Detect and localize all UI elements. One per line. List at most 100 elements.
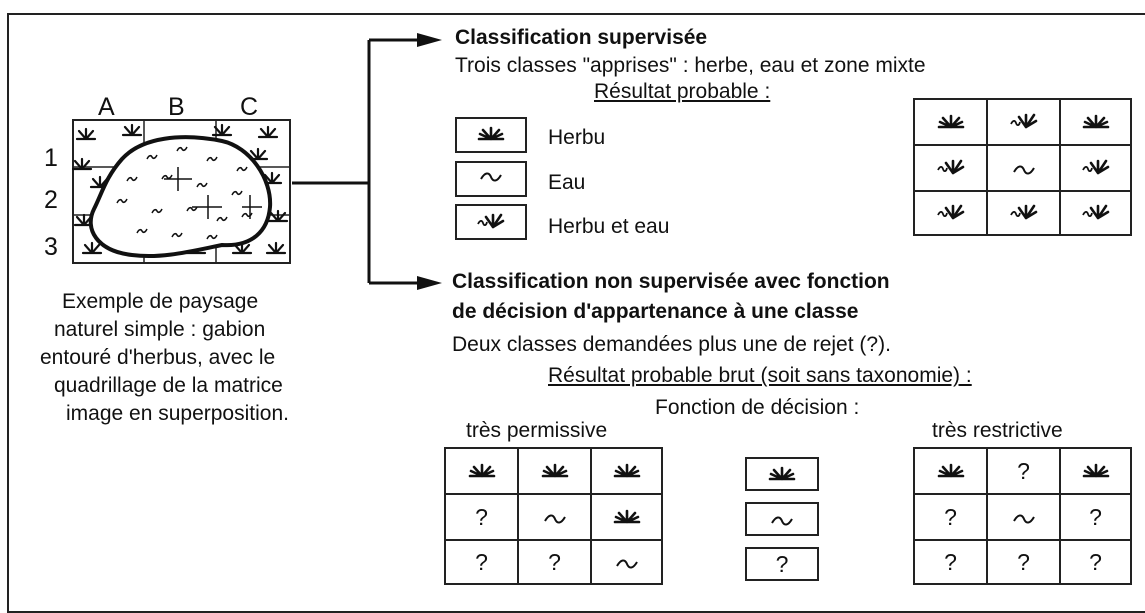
grid-cell: ? [444, 539, 517, 585]
grid-cell: ? [986, 447, 1059, 493]
reject-mark: ? [775, 550, 789, 577]
grass-water-icon [476, 210, 506, 235]
connector-arrows [292, 33, 442, 290]
grass-tuft [267, 209, 289, 223]
water-wave [206, 234, 218, 240]
column-label-b: B [168, 93, 185, 121]
grass-icon [540, 458, 570, 485]
unsupervised-title-line-1: Classification non supervisée avec fonct… [452, 270, 890, 293]
legend-grass-label: Herbu [548, 126, 606, 149]
grid-cell [913, 98, 986, 144]
grid-cell [913, 144, 986, 190]
grass-tuft [231, 241, 253, 255]
grid-cell [517, 447, 590, 493]
legend-water-box [455, 161, 527, 197]
reject-mark: ? [475, 548, 488, 575]
restrictive-label: très restrictive [932, 419, 1063, 442]
grid-cell [1059, 447, 1132, 493]
map-caption-line-3: entouré d'herbus, avec le [40, 346, 276, 369]
grass-icon [767, 461, 797, 488]
map-caption-line-4: quadrillage de la matrice [54, 374, 283, 397]
grid-cell [517, 493, 590, 539]
water-icon [479, 170, 503, 188]
grid-cell [1059, 144, 1132, 190]
grass-water-icon [1009, 109, 1039, 136]
water-wave [151, 208, 163, 214]
middle-legend-box [745, 502, 819, 536]
grass-water-icon [1081, 200, 1111, 227]
water-wave [161, 174, 173, 180]
map-caption-line-2: naturel simple : gabion [54, 318, 266, 341]
reject-mark: ? [1089, 548, 1102, 575]
arrow-to-supervised [417, 33, 442, 47]
grid-cell: ? [1059, 493, 1132, 539]
grass-water-icon [936, 200, 966, 227]
grass-water-icon [1081, 155, 1111, 182]
reject-mark: ? [1089, 503, 1102, 530]
reject-mark: ? [1017, 457, 1030, 484]
legend-grass-water-box [455, 204, 527, 240]
reject-mark: ? [475, 503, 488, 530]
grid-cell [1059, 98, 1132, 144]
map-caption-line-1: Exemple de paysage [62, 290, 259, 313]
row-label-2: 2 [44, 186, 58, 214]
water-wave [236, 166, 248, 172]
grass-tuft [81, 241, 103, 255]
permissive-label: très permissive [466, 419, 608, 442]
reject-mark: ? [944, 503, 957, 530]
water-icon [1012, 504, 1036, 531]
grass-icon [612, 504, 642, 531]
water-wave [176, 146, 188, 152]
grass-icon [612, 458, 642, 485]
grid-cell [986, 98, 1059, 144]
grass-tuft [211, 123, 233, 137]
grass-icon [1081, 458, 1111, 485]
grid-cell [444, 447, 517, 493]
grass-tuft [257, 125, 279, 139]
grid-cell [1059, 190, 1132, 236]
grass-tuft [89, 175, 111, 189]
decision-function-label: Fonction de décision : [655, 396, 860, 419]
water-icon [1012, 155, 1036, 182]
water-wave [116, 198, 128, 204]
water-icon [543, 504, 567, 531]
grass-water-icon [1009, 200, 1039, 227]
arrow-to-unsupervised [417, 276, 442, 290]
unsupervised-title-line-2: de décision d'appartenance à une classe [452, 300, 859, 323]
row-label-3: 3 [44, 233, 58, 261]
water-icon [770, 506, 794, 533]
grass-tuft [73, 213, 95, 227]
grass-icon [936, 458, 966, 485]
water-wave [186, 206, 198, 212]
supervised-subtitle: Trois classes "apprises" : herbe, eau et… [455, 54, 926, 77]
grid-cell [590, 447, 663, 493]
grid-cell: ? [1059, 539, 1132, 585]
grass-icon [936, 109, 966, 136]
water-wave [171, 232, 183, 238]
column-label-a: A [98, 93, 115, 121]
landscape-map-drawing [71, 119, 291, 264]
grass-tuft [121, 123, 143, 137]
reject-mark: ? [944, 548, 957, 575]
water-icon [615, 549, 639, 576]
water-wave [126, 176, 138, 182]
middle-legend-box [745, 457, 819, 491]
grid-cell [986, 493, 1059, 539]
unsupervised-result-label: Résultat probable brut (soit sans taxono… [548, 364, 972, 387]
reject-mark: ? [1017, 548, 1030, 575]
grid-cell [986, 144, 1059, 190]
grass-tuft [71, 157, 93, 171]
water-wave [196, 182, 208, 188]
water-wave [231, 190, 243, 196]
grass-icon [476, 124, 506, 147]
grid-cell [913, 447, 986, 493]
grid-cell: ? [517, 539, 590, 585]
grid-cell: ? [444, 493, 517, 539]
water-wave [146, 154, 158, 160]
grass-water-icon [936, 155, 966, 182]
middle-legend-box: ? [745, 547, 819, 581]
water-wave [206, 156, 218, 162]
grid-cell: ? [913, 493, 986, 539]
grid-cell [986, 190, 1059, 236]
supervised-title: Classification supervisée [455, 26, 708, 49]
